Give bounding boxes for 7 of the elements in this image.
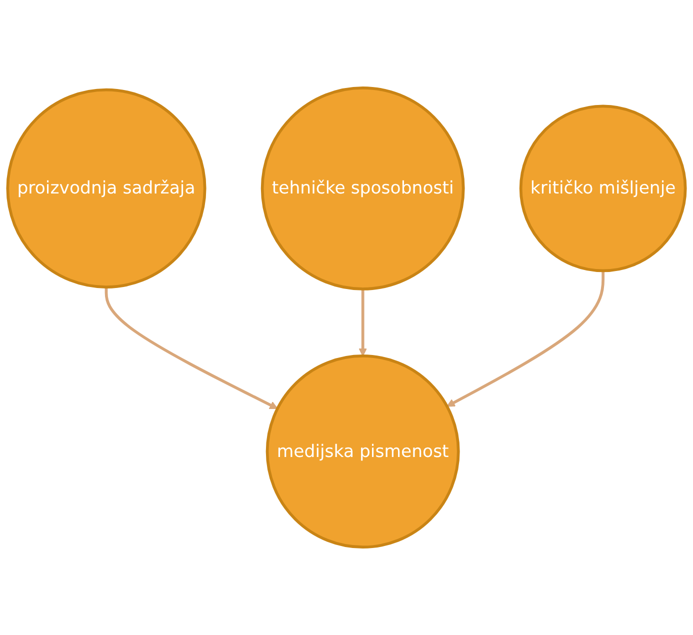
node-circle: proizvodnja sadržaja: [6, 88, 206, 288]
node-circle: tehničke sposobnosti: [260, 86, 465, 290]
arrow: [446, 270, 605, 407]
arrow: [358, 288, 368, 356]
arrow: [104, 287, 278, 409]
node-circle: kritičko mišljenje: [519, 104, 687, 272]
node-circle: medijska pismenost: [266, 354, 460, 549]
